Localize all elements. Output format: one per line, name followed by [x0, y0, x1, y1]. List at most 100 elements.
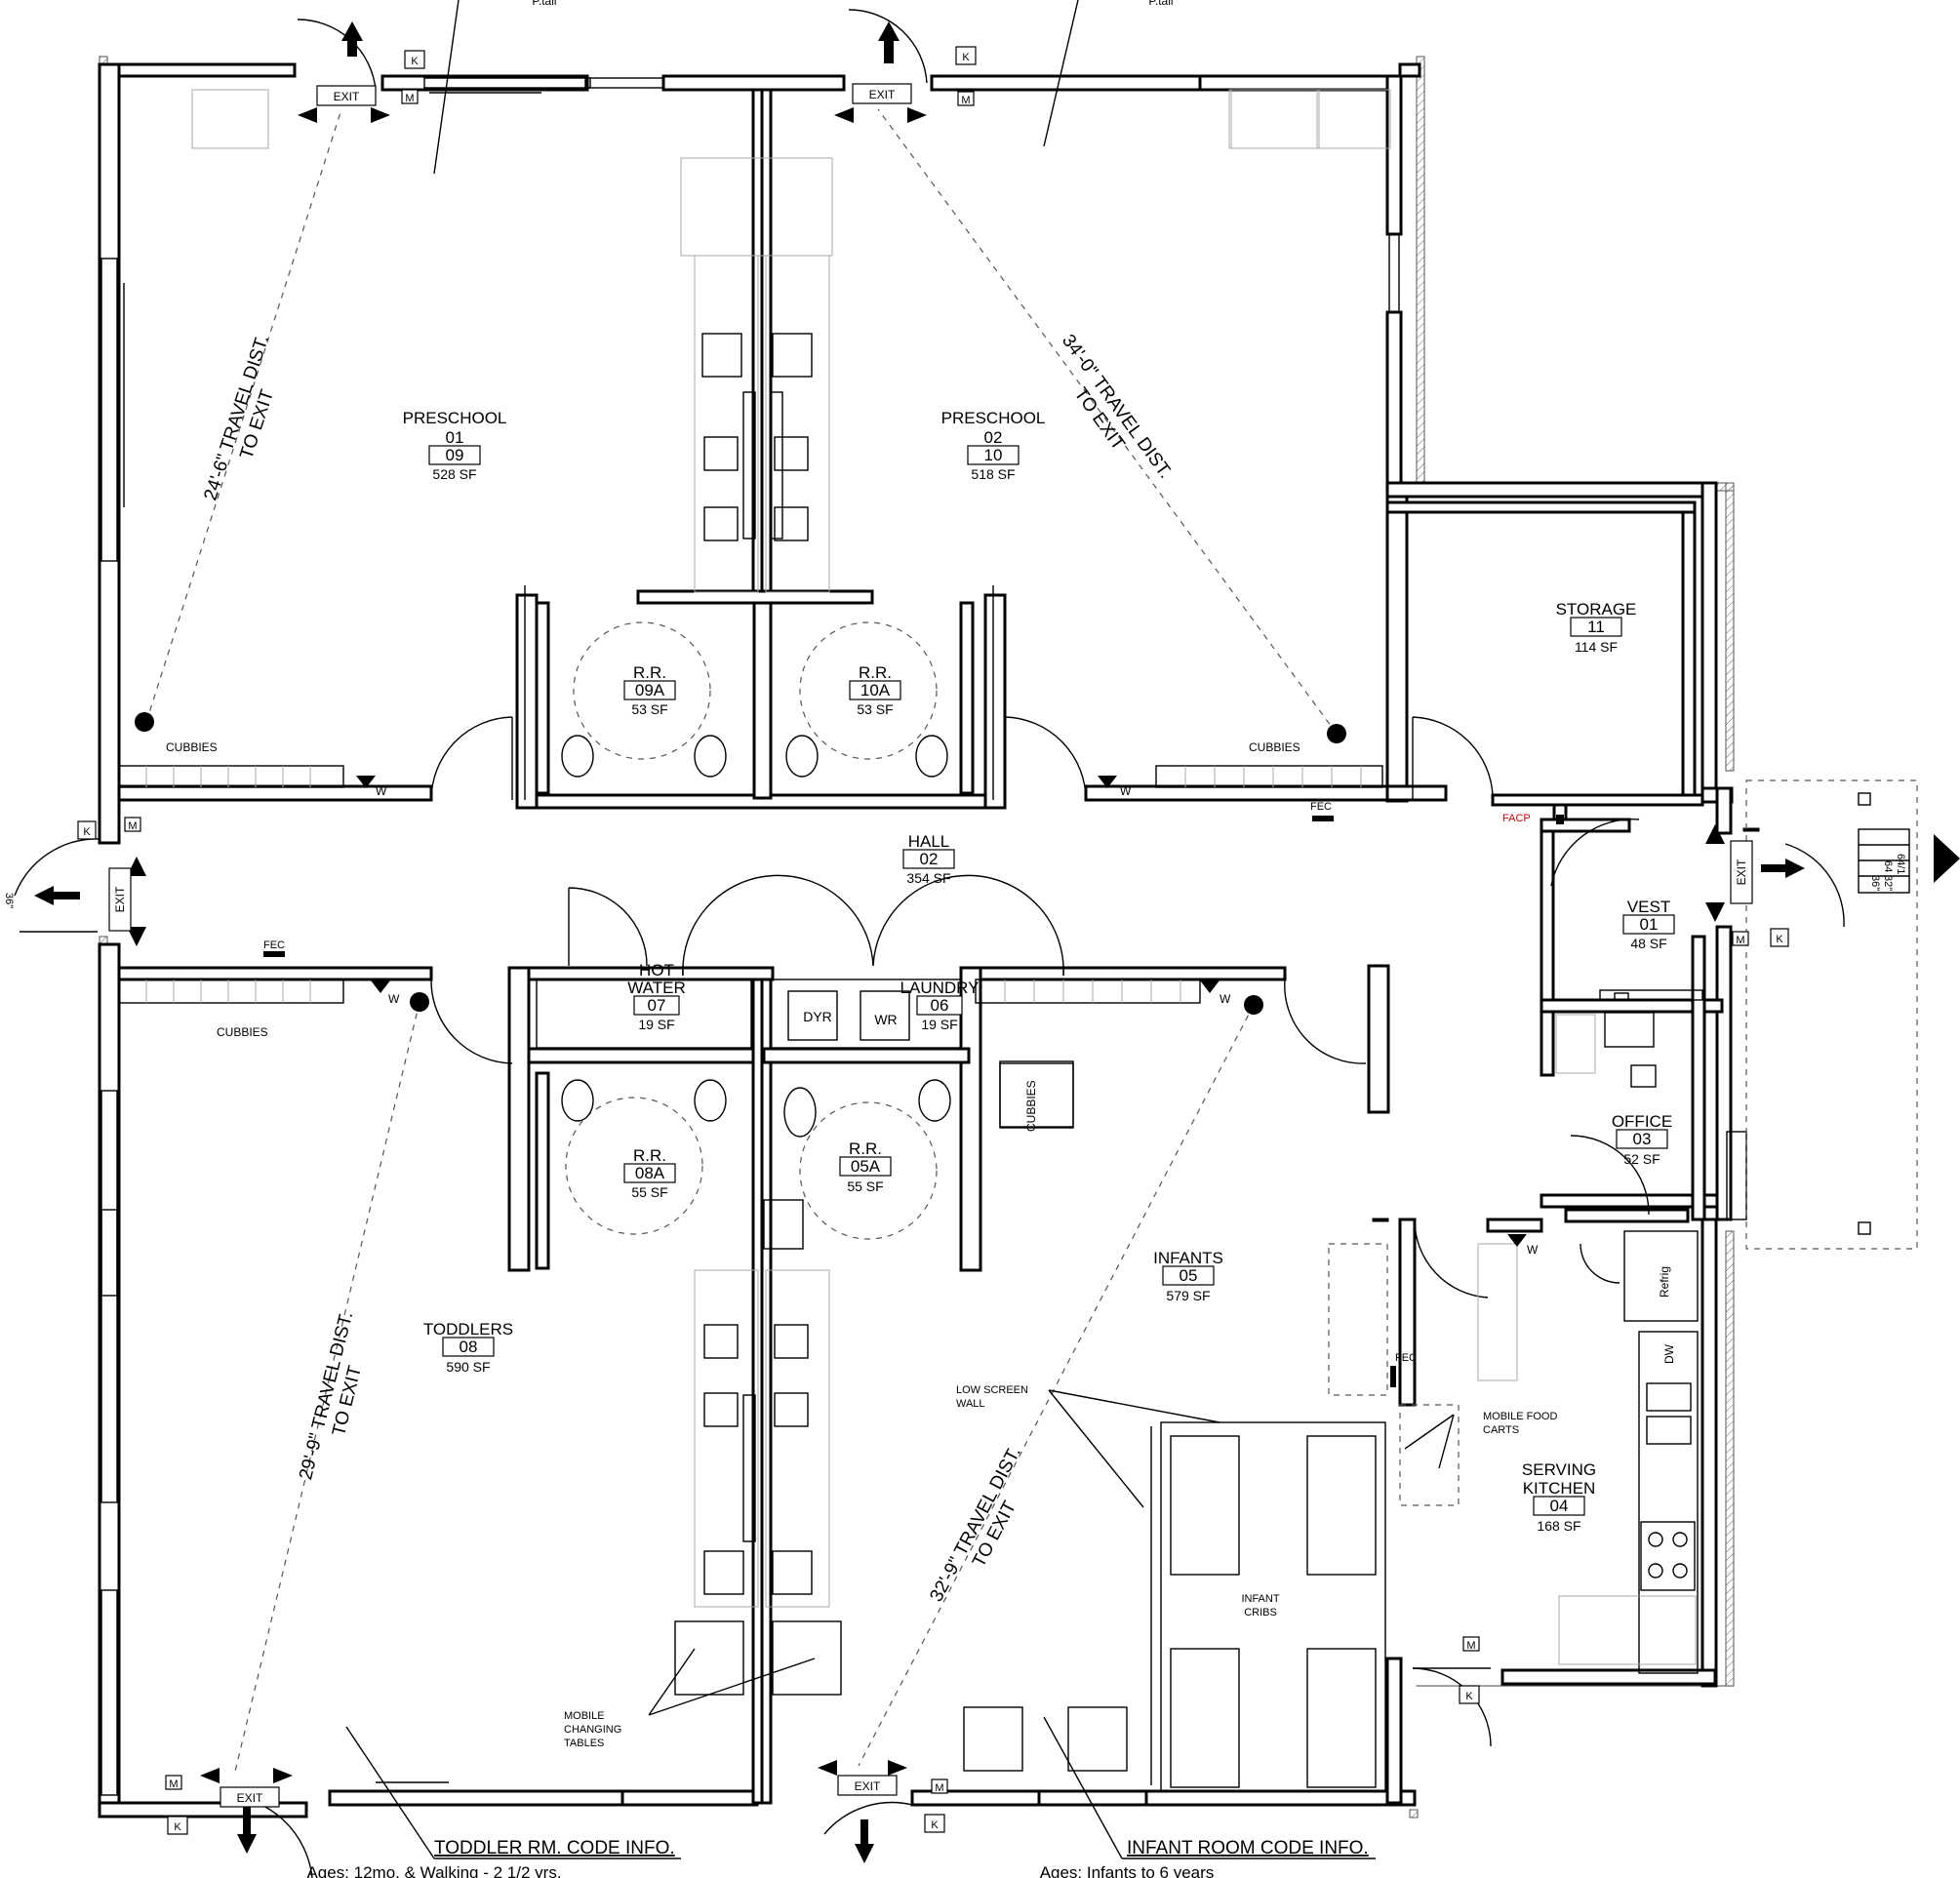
room-name: TODDLERS [423, 1320, 513, 1339]
travel-label-3: 29'-9" TRAVEL DIST. TO EXIT [296, 1309, 366, 1482]
room-number: 03 [1633, 1130, 1652, 1148]
room-name: STORAGE [1556, 600, 1637, 619]
exit-sign-top-right: EXIT [869, 88, 896, 101]
m-label-7: M [935, 1782, 943, 1794]
room-name: VEST [1627, 898, 1670, 916]
room-number: 08A [635, 1164, 665, 1182]
w-label-1: W [376, 784, 387, 798]
infant-code-line: Ages: Infants to 6 years [1040, 1863, 1215, 1878]
m-label-4: M [1736, 935, 1744, 946]
m-label-5: M [1466, 1640, 1475, 1652]
fec-label-3: FEC [1395, 1352, 1417, 1364]
cubbies-bottom [118, 979, 1201, 1128]
w-label-4: W [1220, 992, 1231, 1006]
m-label-3: M [128, 820, 137, 832]
cubbies-label-top-left: CUBBIES [166, 740, 218, 754]
room-label-storage: STORAGE 11 114 SF [1556, 600, 1637, 655]
infant-furniture [963, 1060, 1460, 1792]
dryer-label: DYR [803, 1009, 832, 1024]
k-label-4: K [1776, 934, 1783, 945]
room-number: 04 [1550, 1497, 1569, 1515]
room-name: R.R. [859, 663, 892, 682]
door-dim-3: 32" [1882, 875, 1894, 891]
room-label-rr-10a: R.R. 10A 53 SF [849, 663, 901, 717]
room-area: 114 SF [1575, 639, 1618, 655]
room-area: 579 SF [1166, 1288, 1210, 1303]
wall-markers [263, 776, 1564, 1387]
room-name: INFANTS [1153, 1249, 1223, 1267]
room-number: 08 [460, 1338, 478, 1356]
room-area: 528 SF [432, 466, 476, 482]
windows [100, 77, 1629, 1796]
room-label-vest: VEST 01 48 SF [1622, 898, 1675, 951]
room-name: LAUNDRY [900, 979, 980, 997]
room-number: 02 [920, 850, 939, 868]
room-label-preschool-01: PRESCHOOL 01 09 528 SF [403, 409, 507, 482]
room-name: R.R. [849, 1139, 882, 1158]
k-label-5: K [1465, 1691, 1473, 1702]
low-screen-wall-label-2: WALL [956, 1398, 985, 1410]
room-label-serving-kitchen: SERVING KITCHEN 04 168 SF [1522, 1460, 1596, 1534]
mobile-changing-label-3: TABLES [564, 1738, 604, 1749]
k-label-3: K [83, 826, 91, 838]
w-label-3: W [388, 992, 400, 1006]
fec-label-2: FEC [1310, 801, 1332, 813]
door-dim-1: 64 [1882, 860, 1894, 872]
room-name: PRESCHOOL [403, 409, 507, 427]
room-name: R.R. [633, 1146, 666, 1165]
exit-sign-left: EXIT [113, 886, 127, 912]
room-area: 19 SF [921, 1017, 957, 1032]
room-label-toddlers: TODDLERS 08 590 SF [423, 1320, 513, 1375]
toddler-code-title: TODDLER RM. CODE INFO. [434, 1838, 675, 1858]
exterior-wall-hatching [99, 56, 1735, 1818]
room-number: 06 [931, 996, 949, 1015]
travel-label-1: 24'-6" TRAVEL DIST. TO EXIT [200, 333, 278, 503]
exit-sign-bottom-right: EXIT [855, 1779, 881, 1793]
k-label-2: K [962, 52, 970, 63]
room-number: 07 [648, 996, 666, 1015]
code-info: TODDLER RM. CODE INFO. Ages: 12mo. & Wal… [306, 1838, 1368, 1878]
travel-lines [135, 108, 1346, 1777]
room-number: 11 [1587, 618, 1605, 636]
room-name: HALL [908, 832, 950, 851]
mobile-food-carts-label-2: CARTS [1483, 1424, 1519, 1436]
travel-label-2: 34'-0" TRAVEL DIST. TO EXIT [1058, 331, 1176, 482]
svg-text:34'-0" TRAVEL DIST.: 34'-0" TRAVEL DIST. [1058, 331, 1176, 482]
k-label-6: K [174, 1821, 181, 1833]
mobile-changing-label-1: MOBILE [564, 1710, 605, 1722]
room-number: 10 [984, 446, 1003, 464]
exit-sign-right: EXIT [1735, 859, 1748, 885]
m-label-1: M [405, 93, 414, 104]
facp-label: FACP [1502, 813, 1531, 824]
infant-cribs-label-1: INFANT [1241, 1593, 1279, 1605]
top-partial-left-label: P.tall [532, 0, 556, 8]
room-area: 354 SF [906, 870, 950, 886]
travel-label-4: 32'-9" TRAVEL DIST. TO EXIT [926, 1443, 1025, 1605]
door-dim-2: 64/1 [1895, 854, 1906, 874]
room-label-office: OFFICE 03 52 SF [1612, 1112, 1672, 1167]
room-name: PRESCHOOL [941, 409, 1046, 427]
room-area: 48 SF [1630, 936, 1666, 951]
fixtures-upper [191, 89, 1391, 800]
room-area: 590 SF [446, 1359, 490, 1375]
exit-arrows [34, 21, 1805, 1863]
door-swings [14, 9, 1845, 1878]
room-label-laundry: LAUNDRY 06 19 SF DYR WR [803, 979, 979, 1032]
interior-walls [117, 88, 1760, 1805]
entry-porch [1745, 779, 1960, 1250]
room-area: 19 SF [638, 1017, 674, 1032]
leader-lines [345, 0, 1455, 1859]
mobile-food-carts-label-1: MOBILE FOOD [1483, 1411, 1557, 1422]
washer-label: WR [874, 1012, 897, 1027]
room-number-top: 01 [446, 428, 464, 447]
cubbies-label-infants: CUBBIES [1024, 1080, 1038, 1132]
room-number: 10A [860, 681, 891, 699]
top-partial-right-label: P.tall [1148, 0, 1173, 8]
mobile-changing-label-2: CHANGING [564, 1724, 621, 1736]
room-label-hall: HALL 02 354 SF [902, 832, 955, 886]
room-name-line-1: SERVING [1522, 1460, 1596, 1479]
toddler-code-line: Ages: 12mo. & Walking - 2 1/2 yrs. [306, 1863, 561, 1878]
room-area: 53 SF [857, 701, 893, 717]
fec-label-1: FEC [263, 939, 285, 951]
